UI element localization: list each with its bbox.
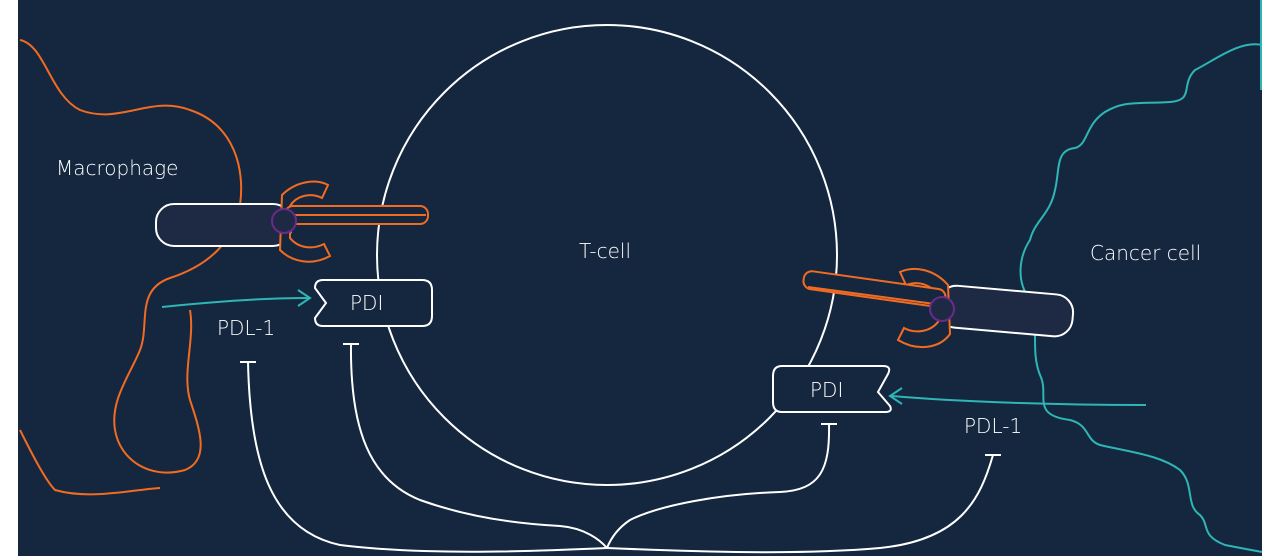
right-receptor-hinge — [929, 296, 955, 322]
inhibitor-line-pd1-right — [606, 423, 831, 549]
right-receptor-complex — [802, 267, 1075, 349]
inhibitor-lines — [240, 343, 1001, 554]
left-receptor-complex — [155, 180, 429, 263]
pdl1-right-arrow — [888, 387, 1147, 406]
t-cell-label: T-cell — [579, 239, 631, 263]
left-receptor-hinge — [271, 208, 297, 234]
pdl1-right-label: PDL-1 — [964, 414, 1022, 438]
pd1-left-label: PDI — [350, 291, 383, 315]
pd1-right-label: PDI — [810, 378, 843, 402]
pd1-left-shape — [313, 279, 433, 327]
pdl1-left-label: PDL-1 — [217, 316, 275, 340]
pdl1-left-arrow — [161, 289, 312, 308]
left-receptor-body — [155, 203, 292, 247]
macrophage-membrane — [19, 39, 243, 496]
inhibitor-line-pdl1-right — [606, 454, 994, 554]
pd1-right-shape — [772, 365, 892, 413]
macrophage-label: Macrophage — [56, 156, 178, 180]
right-receptor-rod-center — [807, 286, 943, 306]
left-receptor-cup — [278, 180, 332, 263]
t-cell-body — [376, 24, 838, 486]
inhibitor-line-pd1-left — [349, 343, 608, 549]
cancer-cell-label: Cancer cell — [1090, 241, 1201, 265]
corner-tab-edge — [1262, 0, 1269, 556]
inhibitor-line-pdl1-left — [247, 361, 608, 553]
left-margin — [0, 0, 18, 556]
